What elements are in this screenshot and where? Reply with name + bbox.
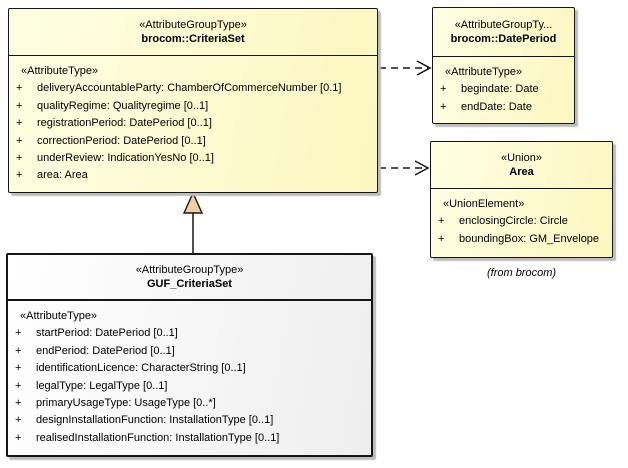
attribute-row: + identificationLicence: CharacterString …	[8, 360, 371, 377]
attribute-row: + boundingBox: GM_Envelope	[431, 231, 612, 248]
attribute-text: boundingBox: GM_Envelope	[459, 232, 600, 245]
attribute-list: + deliveryAccountableParty: ChamberOfComm…	[9, 80, 377, 184]
class-brocom-dateperiod[interactable]: «AttributeGroupTy... brocom::DatePeriod …	[432, 7, 575, 124]
attribute-text: primaryUsageType: UsageType [0..*]	[36, 396, 216, 409]
class-name: brocom::CriteriaSet	[141, 32, 245, 45]
attribute-row: + qualityRegime: Qualityregime [0..1]	[9, 98, 377, 115]
visibility-symbol: +	[15, 344, 22, 357]
attribute-row: + registrationPeriod: DatePeriod [0..1]	[9, 115, 377, 132]
attribute-row: + designInstallationFunction: Installatio…	[8, 412, 371, 429]
visibility-symbol: +	[15, 327, 22, 340]
visibility-symbol: +	[16, 151, 23, 164]
attribute-row: + begindate: Date	[433, 81, 574, 98]
class-stereotype: «AttributeGroupType»	[135, 263, 244, 276]
visibility-symbol: +	[440, 100, 447, 113]
class-stereotype: «Union»	[501, 151, 542, 164]
visibility-symbol: +	[15, 362, 22, 375]
from-package-note: (from brocom)	[486, 267, 557, 279]
visibility-symbol: +	[438, 215, 445, 228]
attribute-row: + underReview: IndicationYesNo [0..1]	[9, 150, 377, 167]
visibility-symbol: +	[16, 117, 23, 130]
attribute-text: underReview: IndicationYesNo [0..1]	[37, 151, 214, 164]
attribute-section-label: «AttributeType»	[20, 310, 98, 322]
attribute-section-label: «UnionElement»	[443, 198, 525, 210]
class-header: «AttributeGroupTy... brocom::DatePeriod	[433, 8, 574, 57]
attribute-row: + endDate: Date	[433, 99, 574, 116]
visibility-symbol: +	[16, 99, 23, 112]
attribute-compartment: «UnionElement» +enclosingCircle: Circle+…	[431, 189, 612, 248]
class-name: brocom::DatePeriod	[450, 32, 557, 45]
attribute-section-label: «AttributeType»	[21, 65, 99, 77]
attribute-list: + enclosingCircle: Circle + boundingBox: GM…	[431, 213, 612, 248]
attribute-text: endDate: Date	[461, 100, 532, 113]
attribute-text: designInstallationFunction: Installation…	[36, 414, 274, 427]
attribute-row: + legalType: LegalType [0..1]	[8, 378, 371, 395]
visibility-symbol: +	[15, 396, 22, 409]
attribute-section-label: «AttributeType»	[445, 66, 523, 78]
attribute-text: correctionPeriod: DatePeriod [0..1]	[37, 134, 206, 147]
class-stereotype: «AttributeGroupTy...	[454, 18, 553, 31]
attribute-row: + area: Area	[9, 167, 377, 184]
generalization-connector[interactable]	[182, 191, 204, 253]
class-header: «AttributeGroupType» GUF_CriteriaSet	[8, 255, 371, 301]
visibility-symbol: +	[15, 414, 22, 427]
attribute-text: deliveryAccountableParty: ChamberOfComme…	[37, 82, 342, 95]
class-name: GUF_CriteriaSet	[147, 277, 232, 290]
generalization-triangle-icon	[182, 191, 204, 214]
class-header: «Union» Area	[431, 142, 612, 189]
dependency-arrow-area[interactable]	[379, 160, 430, 176]
class-guf-criteriaset[interactable]: «AttributeGroupType» GUF_CriteriaSet «At…	[6, 253, 373, 457]
visibility-symbol: +	[440, 83, 447, 96]
attribute-compartment: «AttributeType» + deliveryAccountablePart…	[9, 56, 377, 185]
visibility-symbol: +	[15, 379, 22, 392]
visibility-symbol: +	[16, 82, 23, 95]
visibility-symbol: +	[16, 169, 23, 182]
attribute-text: area: Area	[37, 169, 88, 182]
open-arrowhead-icon	[414, 160, 430, 176]
class-name: Area	[509, 165, 534, 178]
attribute-row: + primaryUsageType: UsageType [0..*]	[8, 395, 371, 412]
class-stereotype: «AttributeGroupType»	[139, 18, 247, 31]
attribute-row: + deliveryAccountableParty: ChamberOfComm…	[9, 80, 377, 97]
attribute-list: + begindate: Date + endDate: Date	[433, 81, 574, 116]
open-arrowhead-icon	[416, 60, 432, 76]
attribute-row: + realisedInstallationFunction: Installat…	[8, 430, 371, 447]
attribute-row: + startPeriod: DatePeriod [0..1]	[8, 325, 371, 342]
attribute-text: identificationLicence: CharacterString […	[36, 362, 246, 375]
attribute-text: registrationPeriod: DatePeriod [0..1]	[37, 117, 212, 130]
class-brocom-criteriaset[interactable]: «AttributeGroupType» brocom::CriteriaSet…	[8, 8, 378, 193]
dependency-arrow-dateperiod[interactable]	[379, 60, 432, 76]
attribute-text: endPeriod: DatePeriod [0..1]	[36, 344, 175, 357]
attribute-row: + correctionPeriod: DatePeriod [0..1]	[9, 133, 377, 150]
attribute-text: realisedInstallationFunction: Installati…	[36, 431, 280, 444]
attribute-text: qualityRegime: Qualityregime [0..1]	[37, 99, 209, 112]
attribute-text: startPeriod: DatePeriod [0..1]	[36, 327, 178, 340]
attribute-compartment: «AttributeType» + begindate: Date + endDate…	[433, 57, 574, 116]
attribute-list: + startPeriod: DatePeriod [0..1] + endPerio…	[8, 325, 371, 447]
attribute-text: enclosingCircle: Circle	[459, 215, 568, 228]
visibility-symbol: +	[438, 232, 445, 245]
attribute-compartment: «AttributeType» + startPeriod: DatePeriod…	[8, 301, 371, 447]
class-area-union[interactable]: «Union» Area «UnionElement» + enclosingCi…	[430, 141, 613, 258]
attribute-row: + enclosingCircle: Circle	[431, 213, 612, 230]
visibility-symbol: +	[16, 134, 23, 147]
class-header: «AttributeGroupType» brocom::CriteriaSet	[9, 9, 377, 56]
attribute-text: legalType: LegalType [0..1]	[36, 379, 168, 392]
attribute-row: + endPeriod: DatePeriod [0..1]	[8, 343, 371, 360]
attribute-text: begindate: Date	[461, 83, 539, 96]
visibility-symbol: +	[15, 431, 22, 444]
